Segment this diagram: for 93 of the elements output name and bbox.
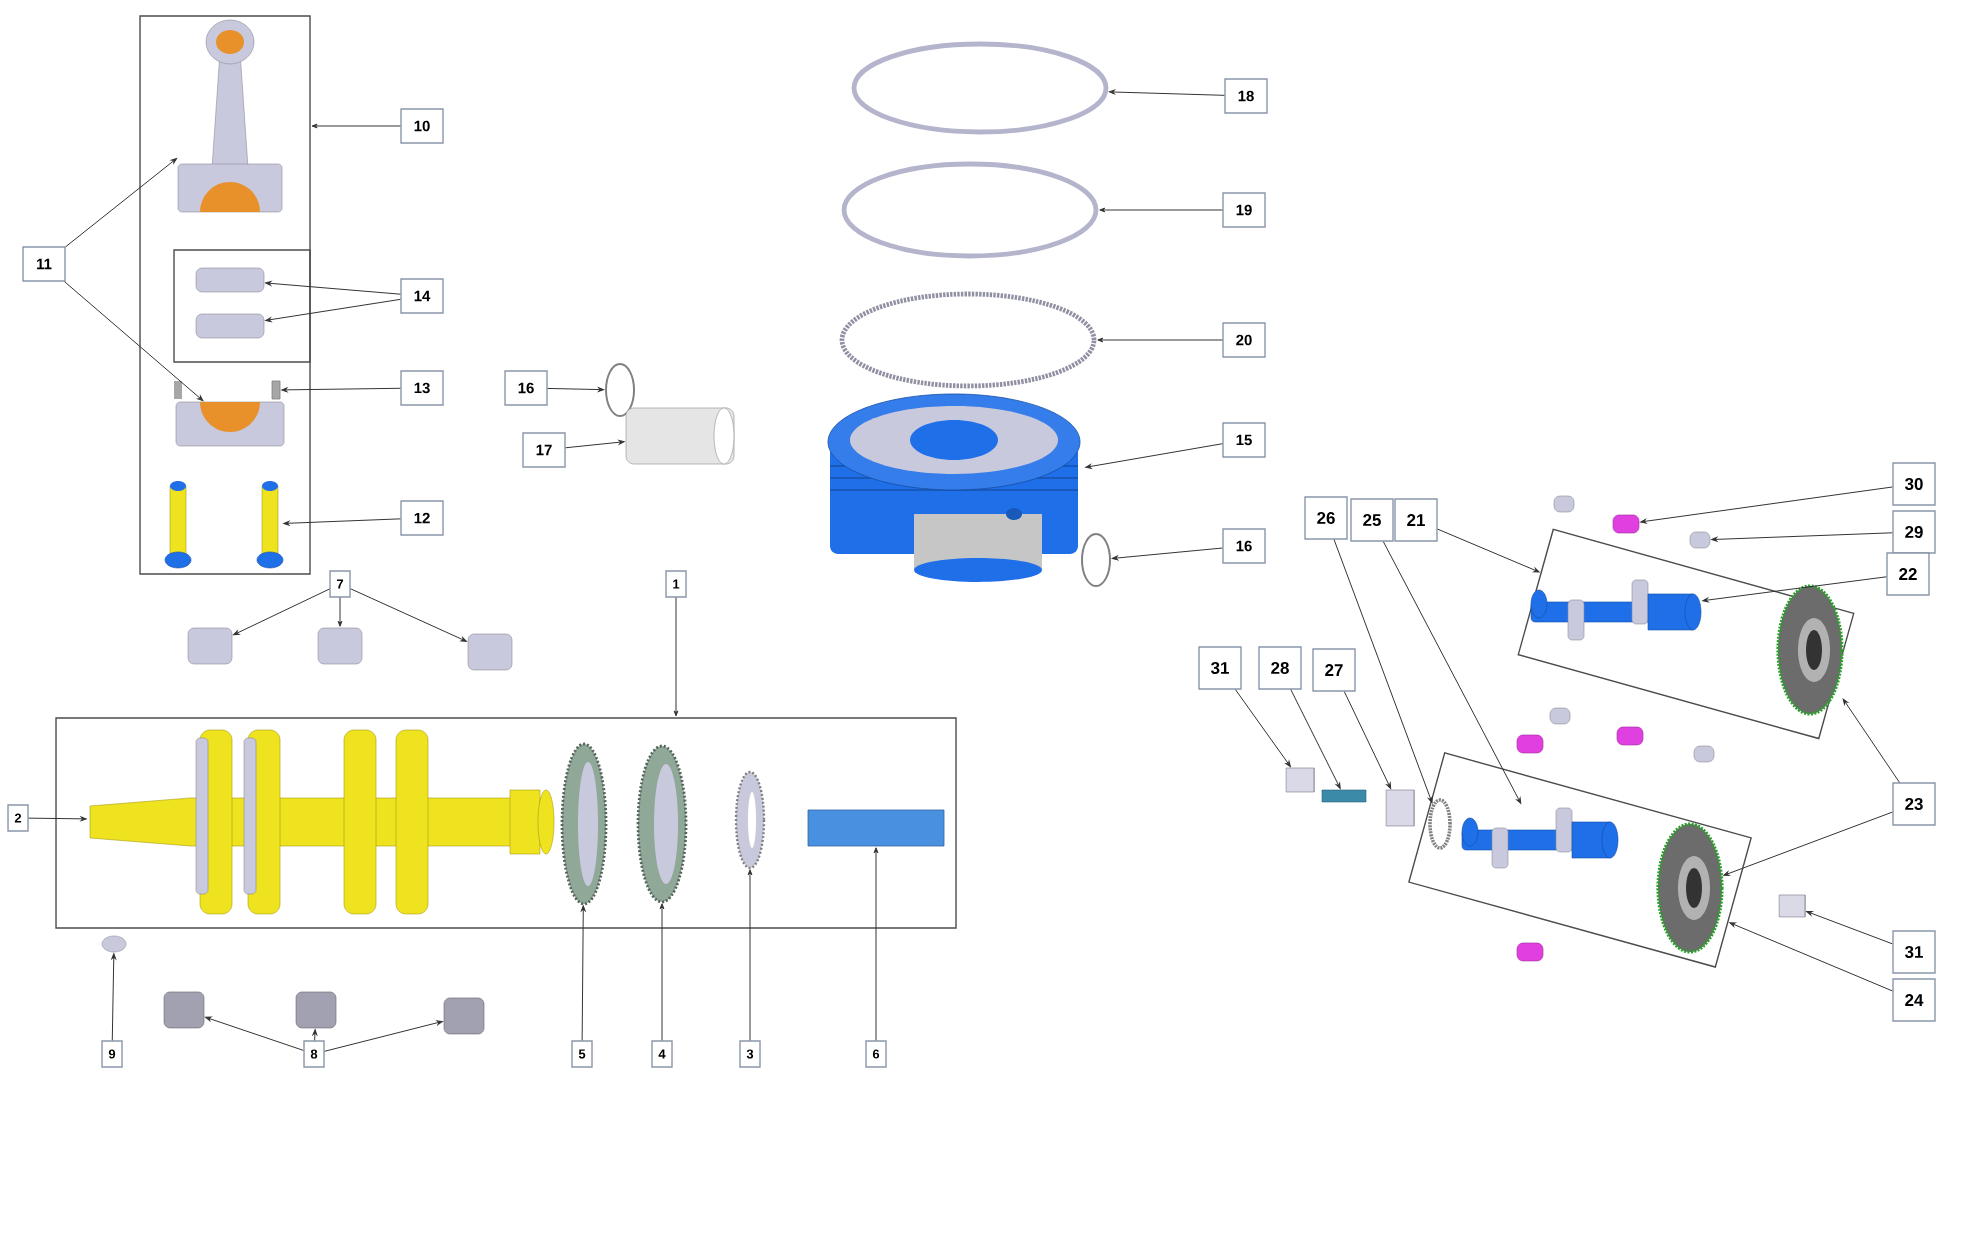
bushing	[1385, 789, 1415, 827]
leader-line	[873, 847, 879, 1041]
group-frame	[139, 15, 311, 575]
callout-number: 26	[1304, 496, 1348, 540]
leader-line	[1702, 576, 1887, 603]
leader-line	[1382, 541, 1522, 804]
callout-number: 22	[1886, 552, 1930, 596]
leader-line	[1290, 689, 1341, 789]
bearing-shell	[295, 991, 337, 1029]
leader-line	[111, 953, 117, 1041]
leader-line	[1723, 811, 1893, 876]
leader-line	[1729, 922, 1893, 992]
gear	[1656, 822, 1724, 954]
bolt	[1321, 789, 1367, 803]
callout-number: 29	[1892, 510, 1936, 554]
leader-line	[265, 281, 401, 295]
bolt	[256, 481, 284, 569]
leader-line	[1097, 337, 1223, 343]
bearing-shell	[1612, 514, 1640, 534]
leader-line	[205, 1016, 304, 1051]
leader-line	[565, 439, 625, 449]
key	[101, 935, 127, 953]
gear	[1776, 584, 1844, 716]
leader-line	[1343, 691, 1392, 789]
leader-line	[673, 597, 679, 717]
bearing-shell	[443, 997, 485, 1035]
leader-line	[311, 123, 401, 129]
leader-line	[312, 1029, 318, 1041]
callout-number: 30	[1892, 462, 1936, 506]
crankshaft-drawing	[89, 729, 555, 915]
callout-number: 25	[1350, 498, 1394, 542]
gear	[560, 742, 608, 906]
leader-line	[350, 588, 467, 642]
rod-cap-drawing	[175, 401, 285, 447]
leader-line	[1842, 698, 1900, 783]
leader-line	[1437, 528, 1540, 573]
group-frame	[1517, 528, 1855, 740]
leader-line	[1333, 539, 1433, 804]
bushing	[1778, 894, 1806, 918]
leader-line	[547, 387, 605, 392]
connecting-rod-drawing	[177, 19, 283, 213]
gear	[734, 770, 766, 870]
leader-line	[65, 158, 177, 248]
gear	[636, 744, 688, 904]
leader-line	[1806, 911, 1893, 945]
circlip	[605, 363, 635, 417]
callout-number: 27	[1312, 648, 1356, 692]
leader-line	[747, 869, 753, 1041]
leader-line	[233, 588, 330, 636]
leader-line	[28, 816, 87, 822]
bearing-shell	[195, 313, 265, 339]
bearing-shell	[195, 267, 265, 293]
piston-ring	[841, 161, 1099, 259]
camshaft-drawing	[1530, 579, 1702, 641]
leader-line	[659, 903, 665, 1041]
shaft	[807, 809, 945, 847]
group-frame	[55, 717, 957, 929]
leader-line	[1108, 89, 1225, 96]
leader-line	[324, 1020, 443, 1052]
leader-line	[1111, 547, 1223, 561]
callout-number: 31	[1892, 930, 1936, 974]
leader-line	[265, 298, 401, 322]
washer	[1428, 798, 1452, 850]
piston-pin	[625, 407, 735, 465]
bearing-shell	[317, 627, 363, 665]
leader-line	[1099, 207, 1223, 213]
piston-drawing	[827, 393, 1081, 582]
group-frame	[1408, 752, 1752, 968]
leader-line	[1711, 532, 1893, 542]
leader-line	[1235, 689, 1291, 768]
callout-number: 23	[1892, 782, 1936, 826]
leader-line	[281, 387, 401, 393]
bearing-shell	[187, 627, 233, 665]
leader-line	[283, 518, 401, 526]
bushing	[1285, 767, 1315, 793]
leader-line	[337, 597, 343, 627]
group-frame	[173, 249, 311, 363]
callout-number: 24	[1892, 978, 1936, 1022]
leader-line	[580, 905, 586, 1041]
circlip	[1081, 533, 1111, 587]
callout-number: 21	[1394, 498, 1438, 542]
callout-number: 28	[1258, 646, 1302, 690]
bearing-shell	[163, 991, 205, 1029]
leader-line	[1640, 486, 1893, 524]
bearing-shell	[467, 633, 513, 671]
leader-line	[64, 281, 204, 402]
piston-ring	[851, 41, 1109, 135]
piston-ring	[839, 291, 1097, 389]
leader-line	[1085, 443, 1223, 469]
callout-number: 31	[1198, 646, 1242, 690]
dowel-pin	[271, 380, 281, 400]
bearing-shell	[1689, 531, 1711, 549]
camshaft-drawing	[1461, 807, 1619, 869]
